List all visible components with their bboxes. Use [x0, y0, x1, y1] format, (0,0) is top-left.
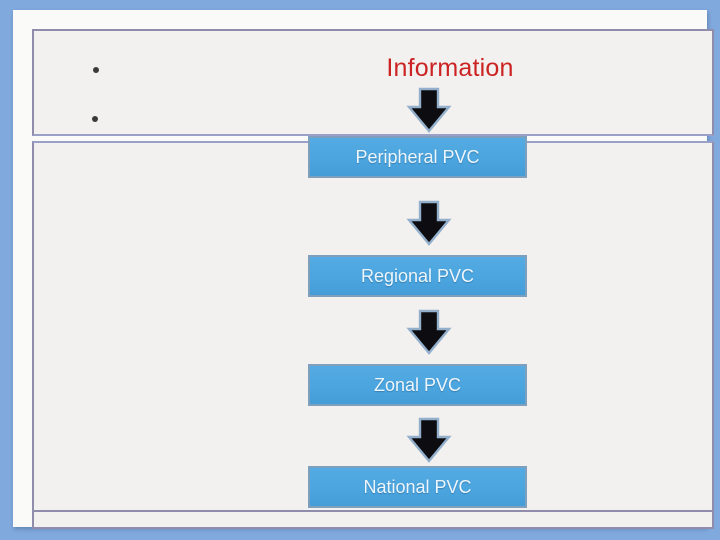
title-placeholder-frame: [32, 29, 714, 136]
flow-node-label: National PVC: [363, 476, 472, 497]
bullet-icon: [92, 116, 98, 122]
footer-strip-frame: [32, 510, 714, 529]
slide-background: Information Peripheral PVC Regional PVC: [13, 10, 714, 529]
down-arrow-icon: [406, 200, 452, 246]
flow-node-peripheral-pvc: Peripheral PVC: [308, 136, 527, 178]
flow-node-label: Zonal PVC: [373, 374, 462, 395]
slide-title: Information: [386, 54, 514, 82]
flow-node-label: Regional PVC: [360, 265, 475, 286]
flow-node-label: Peripheral PVC: [355, 146, 480, 167]
flow-node-regional-pvc: Regional PVC: [308, 255, 527, 297]
down-arrow-icon: [406, 309, 452, 355]
flowchart: Peripheral PVC Regional PVC Zonal PVC: [308, 87, 527, 508]
flow-node-national-pvc: National PVC: [308, 466, 527, 508]
flow-node-zonal-pvc: Zonal PVC: [308, 364, 527, 406]
bullet-icon: [93, 67, 99, 73]
down-arrow-icon: [406, 417, 452, 463]
down-arrow-icon: [406, 87, 452, 133]
body-placeholder-frame: [32, 141, 714, 512]
